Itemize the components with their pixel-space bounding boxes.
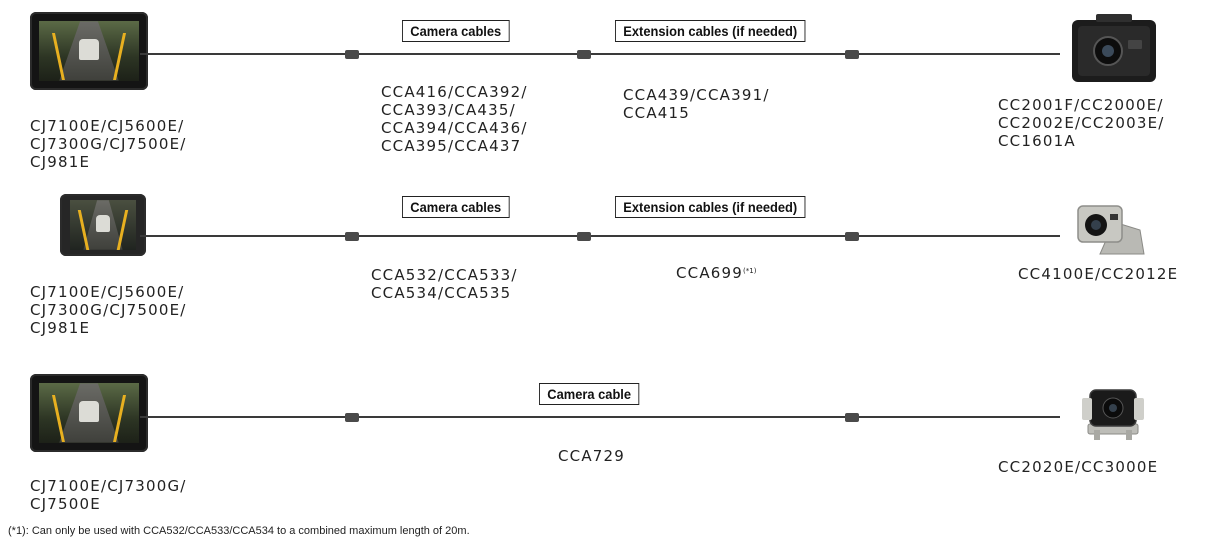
connector	[845, 50, 859, 59]
footnote: (*1): Can only be used with CCA532/CCA53…	[8, 525, 470, 537]
camera-models-row2: CC4100E/CC2012E	[1018, 265, 1179, 283]
extension-cable-label: CCA699	[676, 264, 744, 282]
camera-models-row3: CC2020E/CC3000E	[998, 458, 1159, 476]
footnote-mark: (*1)	[743, 267, 757, 275]
cable-line-row1	[140, 53, 1060, 55]
camera-cables-list-row1: CCA416/CCA392/ CCA393/CA435/ CCA394/CCA4…	[381, 83, 528, 155]
camera-cable-tag: Camera cable	[539, 383, 640, 405]
cable-line-row2	[140, 235, 1060, 237]
monitor-screen	[39, 383, 139, 443]
camera-image-row1	[1066, 10, 1162, 88]
extension-cables-tag: Extension cables (if needed)	[615, 20, 806, 42]
monitor-models-row1: CJ7100E/CJ5600E/ CJ7300G/CJ7500E/ CJ981E	[30, 117, 187, 171]
camera-cables-tag: Camera cables	[402, 196, 510, 218]
connector	[345, 232, 359, 241]
monitor-image-row3	[30, 374, 148, 452]
extension-cable-row2: CCA699(*1)	[676, 264, 756, 282]
camera-models-row1: CC2001F/CC2000E/ CC2002E/CC2003E/ CC1601…	[998, 96, 1165, 150]
cable-line-row3	[140, 416, 1060, 418]
camera-image-row3	[1078, 386, 1148, 442]
monitor-image-row2	[60, 194, 146, 256]
monitor-screen	[39, 21, 139, 81]
monitor-models-row2: CJ7100E/CJ5600E/ CJ7300G/CJ7500E/ CJ981E	[30, 283, 187, 337]
connector	[845, 232, 859, 241]
camera-cables-list-row2: CCA532/CCA533/ CCA534/CCA535	[371, 266, 518, 302]
camera-image-row2	[1070, 200, 1148, 258]
extension-cables-list-row1: CCA439/CCA391/ CCA415	[623, 86, 770, 122]
monitor-models-row3: CJ7100E/CJ7300G/ CJ7500E	[30, 477, 187, 513]
connector	[345, 50, 359, 59]
monitor-screen	[70, 200, 136, 250]
connector	[577, 50, 591, 59]
monitor-image-row1	[30, 12, 148, 90]
camera-cables-tag: Camera cables	[402, 20, 510, 42]
connector	[845, 413, 859, 422]
camera-cable-row3: CCA729	[558, 447, 626, 465]
connector	[577, 232, 591, 241]
connector	[345, 413, 359, 422]
extension-cables-tag: Extension cables (if needed)	[615, 196, 806, 218]
